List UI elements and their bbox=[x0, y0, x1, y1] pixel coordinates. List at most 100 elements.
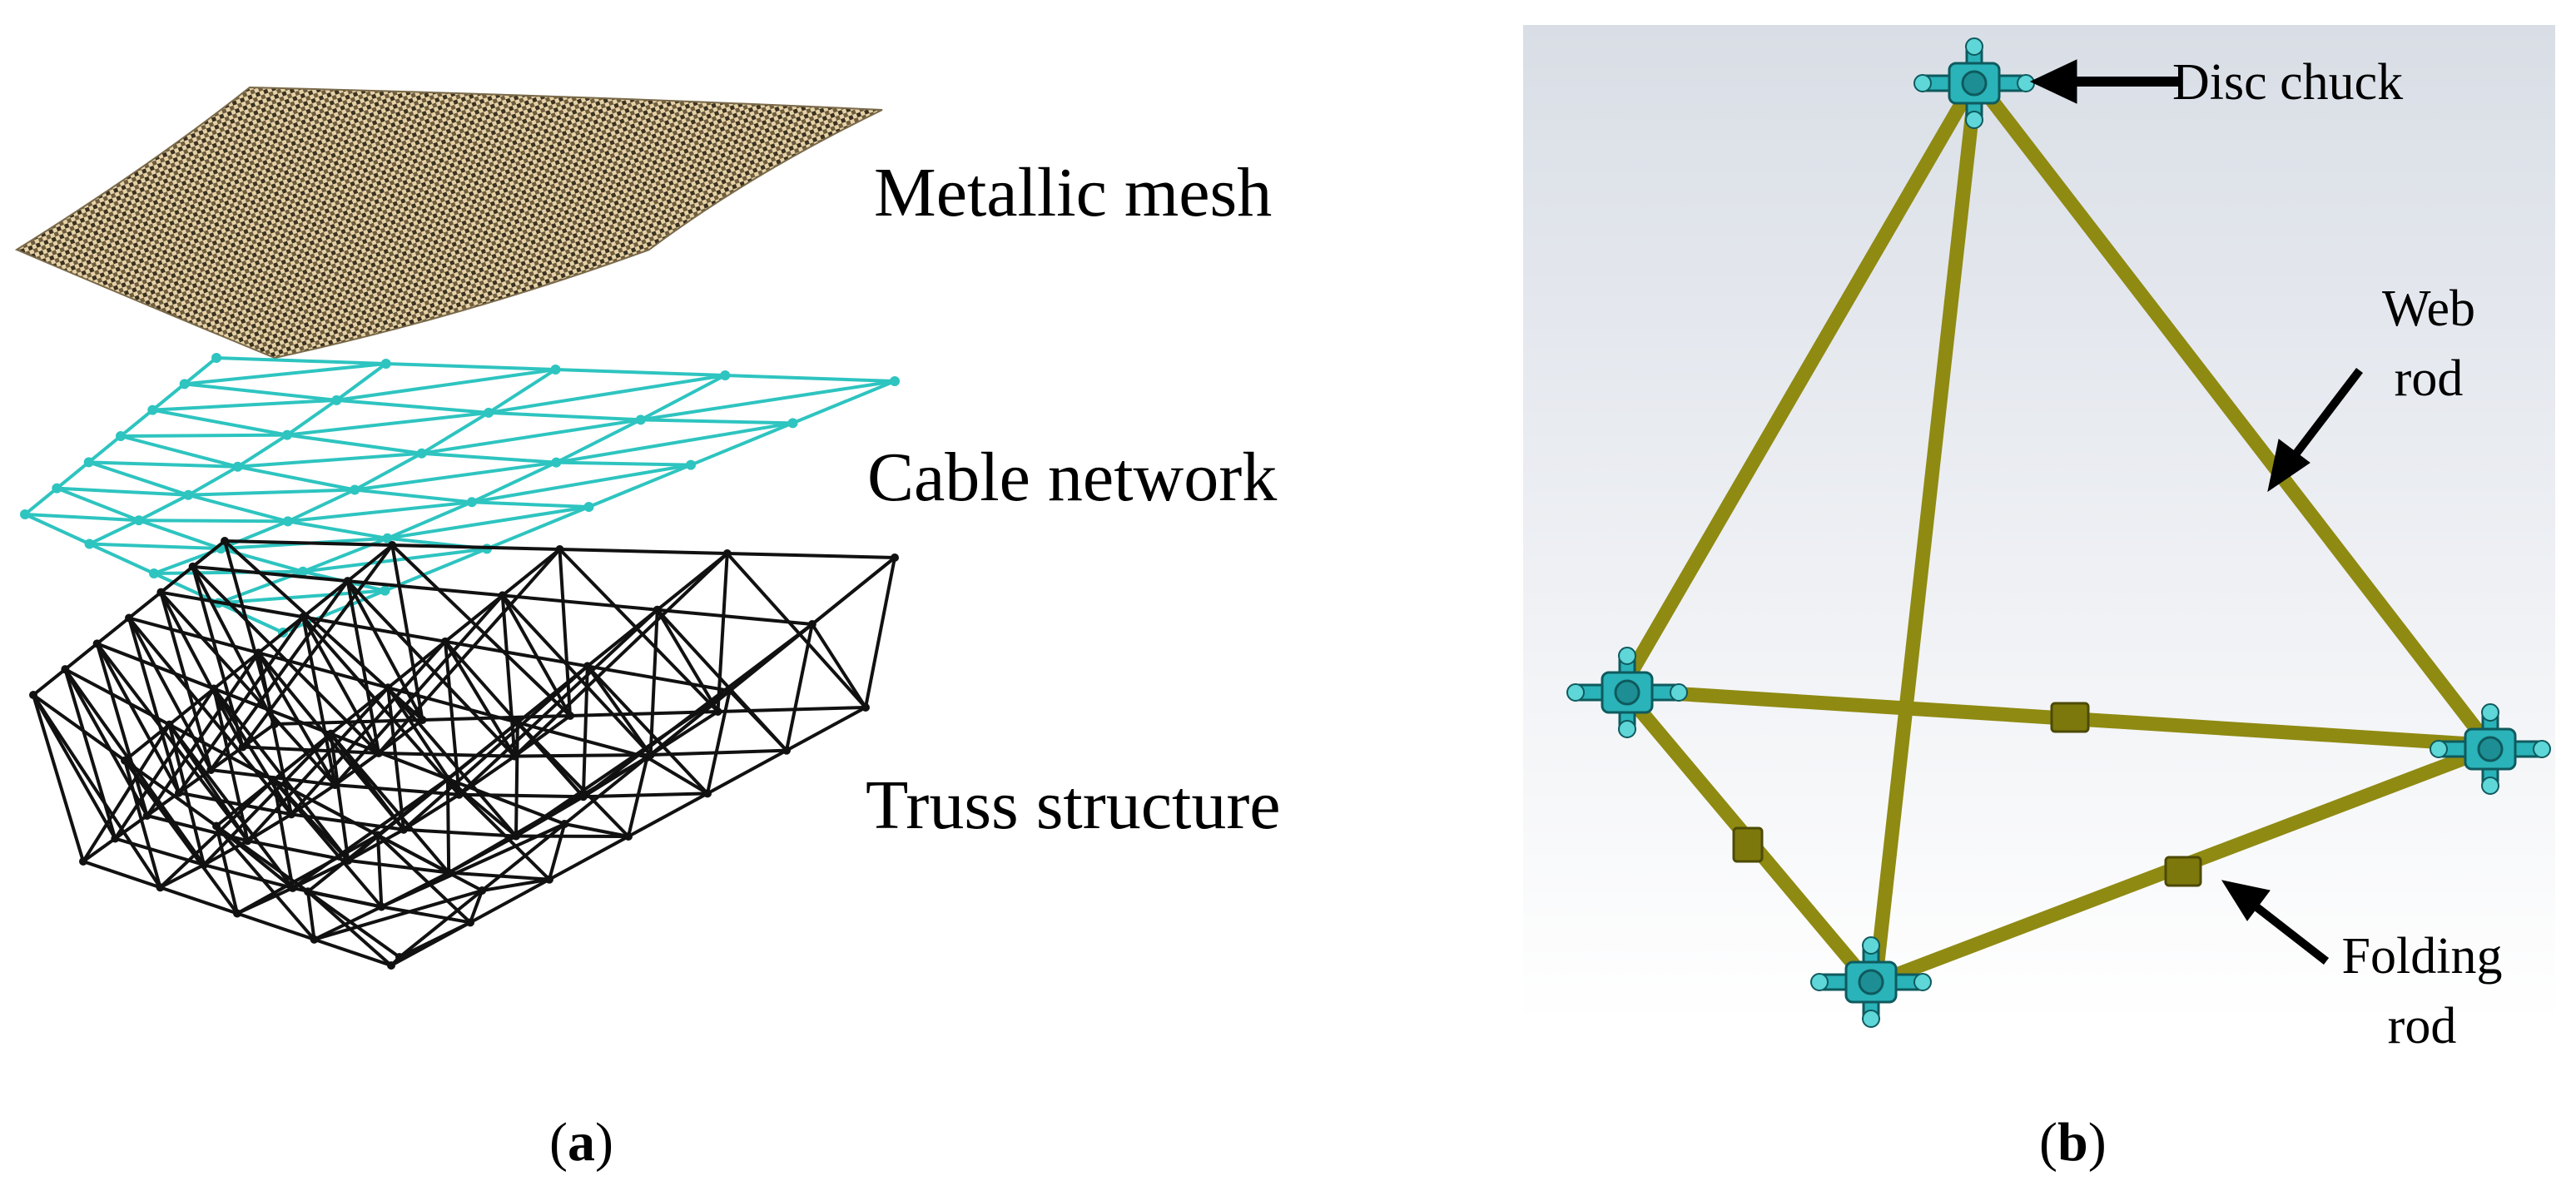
truss-member bbox=[559, 548, 727, 555]
truss-member bbox=[398, 889, 484, 959]
truss-member bbox=[274, 718, 423, 726]
truss-member bbox=[32, 694, 85, 862]
truss-member bbox=[114, 814, 148, 841]
truss-node bbox=[782, 746, 791, 755]
truss-node bbox=[29, 691, 37, 699]
truss-member bbox=[96, 616, 131, 645]
truss-node bbox=[92, 639, 102, 648]
truss-member bbox=[444, 593, 504, 643]
cable-segment bbox=[286, 488, 356, 524]
cable-segment bbox=[386, 500, 473, 540]
render-background bbox=[1523, 25, 2555, 1024]
cable-network-label: Cable network bbox=[867, 439, 1278, 516]
truss-member bbox=[517, 721, 648, 759]
cable-node bbox=[720, 370, 731, 380]
cable-node bbox=[232, 461, 243, 472]
panel-b-drawing bbox=[1523, 25, 2555, 1028]
cable-node bbox=[20, 509, 30, 519]
truss-member bbox=[256, 652, 337, 787]
truss-node bbox=[512, 831, 520, 841]
truss-member bbox=[403, 827, 517, 838]
truss-member bbox=[628, 792, 708, 838]
panel-b: Disc chuck Web rod Folding rod (b) bbox=[1298, 0, 2576, 1196]
cable-segment bbox=[88, 460, 238, 469]
cable-segment bbox=[187, 493, 289, 524]
cable-segment bbox=[188, 488, 355, 497]
truss-member bbox=[242, 745, 380, 755]
truss-member bbox=[215, 825, 316, 941]
truss-member bbox=[146, 791, 181, 817]
truss-node bbox=[583, 662, 592, 671]
truss-node bbox=[560, 820, 569, 828]
cable-node bbox=[686, 459, 696, 470]
truss-member bbox=[96, 643, 250, 842]
cable-segment bbox=[690, 421, 794, 467]
truss-member bbox=[313, 937, 392, 967]
truss-member bbox=[247, 839, 349, 862]
truss-member bbox=[390, 543, 572, 717]
cable-segment bbox=[556, 460, 692, 467]
truss-node bbox=[142, 811, 151, 820]
truss-member bbox=[347, 828, 405, 862]
truss-member bbox=[301, 616, 337, 786]
cable-segment bbox=[24, 513, 91, 546]
cable-segment bbox=[487, 368, 557, 414]
truss-member bbox=[32, 694, 117, 840]
truss-node bbox=[375, 748, 383, 757]
truss-member bbox=[146, 814, 248, 843]
truss-node bbox=[165, 720, 174, 729]
metallic-mesh-label: Metallic mesh bbox=[874, 154, 1273, 231]
truss-member bbox=[32, 693, 162, 889]
truss-node bbox=[61, 665, 70, 674]
truss-member bbox=[558, 548, 719, 713]
cable-segment bbox=[184, 362, 386, 386]
cable-segment bbox=[471, 460, 558, 504]
truss-member bbox=[334, 752, 380, 787]
disc-chuck-node bbox=[1913, 37, 2035, 129]
truss-member bbox=[123, 759, 239, 915]
truss-node bbox=[243, 836, 252, 846]
cable-segment bbox=[420, 411, 490, 455]
cable-node bbox=[416, 448, 427, 459]
truss-member bbox=[313, 905, 383, 941]
truss-member bbox=[345, 580, 424, 721]
cable-segment bbox=[216, 356, 386, 365]
web-rod-label-line2: rod bbox=[2394, 350, 2464, 407]
truss-member bbox=[329, 733, 350, 861]
truss-node bbox=[238, 742, 247, 752]
disc-chucks bbox=[1566, 37, 2551, 1028]
truss-member bbox=[376, 834, 472, 924]
truss-member bbox=[586, 665, 709, 795]
web-rod-center bbox=[1869, 88, 1982, 977]
cable-segment bbox=[138, 519, 222, 551]
truss-member bbox=[211, 768, 335, 787]
cable-segment bbox=[286, 410, 489, 437]
truss-member bbox=[241, 543, 394, 748]
cable-node bbox=[282, 516, 293, 527]
truss-node bbox=[343, 577, 352, 586]
truss-member bbox=[224, 539, 393, 547]
truss-member bbox=[329, 732, 450, 874]
cable-segment bbox=[151, 408, 288, 437]
truss-member bbox=[223, 539, 424, 722]
truss-node bbox=[713, 707, 722, 716]
truss-node bbox=[125, 613, 133, 623]
truss-member bbox=[63, 668, 117, 840]
truss-member bbox=[377, 833, 450, 875]
truss-member bbox=[501, 594, 653, 757]
cable-segment bbox=[57, 486, 189, 497]
truss-member bbox=[159, 863, 205, 890]
truss-member bbox=[272, 778, 383, 908]
hinge-left bbox=[1732, 826, 1764, 863]
truss-member bbox=[444, 640, 517, 757]
truss-member bbox=[727, 552, 896, 559]
truss-member bbox=[177, 768, 212, 795]
truss-member bbox=[501, 548, 561, 597]
truss-member bbox=[706, 690, 732, 794]
cable-segment bbox=[183, 356, 218, 385]
cable-node bbox=[52, 483, 62, 494]
truss-member bbox=[192, 564, 348, 583]
truss-member bbox=[212, 688, 250, 841]
truss-member bbox=[502, 593, 658, 612]
truss-member bbox=[864, 557, 896, 708]
